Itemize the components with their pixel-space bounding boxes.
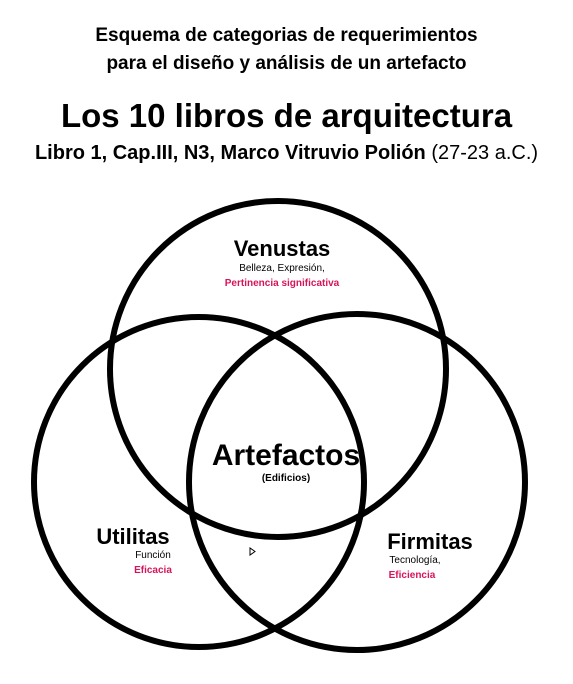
- firmitas-description: Tecnología,: [389, 555, 440, 566]
- subtitle-line-1: Esquema de categorias de requerimientos: [95, 25, 478, 46]
- firmitas-title: Firmitas: [387, 529, 473, 554]
- center-title: Artefactos: [212, 439, 360, 472]
- firmitas-circle: [186, 311, 528, 653]
- diagram-subtitle: Esquema de categorias de requerimientos …: [0, 22, 573, 78]
- utilitas-circle: [31, 314, 367, 650]
- venustas-circle: [107, 198, 449, 540]
- utilitas-description: Función: [135, 550, 171, 561]
- utilitas-accent: Eficacia: [134, 565, 172, 576]
- venustas-description: Belleza, Expresión,: [239, 263, 325, 274]
- utilitas-title: Utilitas: [96, 524, 169, 549]
- citation: Libro 1, Cap.III, N3, Marco Vitruvio Pol…: [0, 140, 573, 166]
- citation-main: Libro 1, Cap.III, N3, Marco Vitruvio Pol…: [34, 142, 426, 164]
- cursor-arrow-icon: [249, 547, 256, 556]
- firmitas-accent: Eficiencia: [389, 570, 436, 581]
- page-title: Los 10 libros de arquitectura: [60, 97, 513, 134]
- center-description: (Edificios): [262, 473, 310, 484]
- venustas-title: Venustas: [234, 236, 331, 261]
- citation-date: (27-23 a.C.): [431, 142, 539, 164]
- subtitle-line-2: para el diseño y análisis de un artefact…: [106, 53, 467, 74]
- venustas-accent: Pertinencia significativa: [225, 278, 340, 289]
